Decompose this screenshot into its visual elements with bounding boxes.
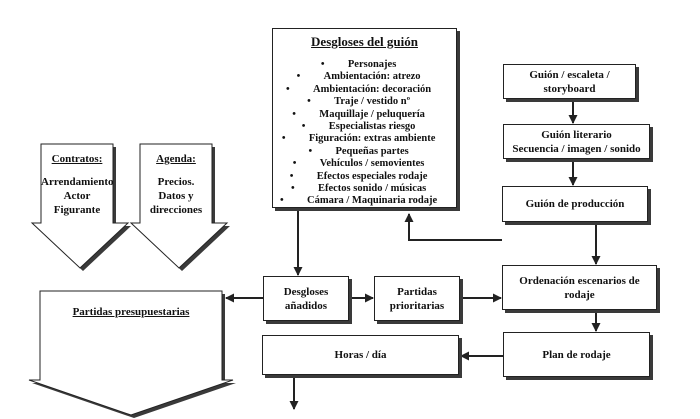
- desgloses-title: Desgloses del guión: [311, 34, 418, 49]
- partidas-presupuestarias-label-wrap: Partidas presupuestarias: [40, 305, 222, 319]
- bullet-icon: •: [286, 83, 290, 95]
- guion-produccion-box: Guión de producción: [502, 186, 648, 222]
- desgloses-item-label: Ambientación: decoración: [313, 83, 432, 95]
- arrow-produccion-to-desgloses: [404, 213, 502, 241]
- guion-literario-box: Guión literario Secuencia / imagen / son…: [503, 124, 650, 159]
- bullet-icon: •: [296, 71, 301, 83]
- desgloses-item-label: Vehículos / semovientes: [319, 158, 425, 170]
- ordenacion-line2: rodaje: [564, 288, 595, 301]
- plan-rodaje-label: Plan de rodaje: [542, 348, 611, 361]
- bullet-icon: •: [280, 195, 284, 207]
- plan-rodaje-box: Plan de rodaje: [503, 332, 650, 377]
- desgloses-item-label: Cámara / Maquinaria rodaje: [307, 195, 438, 207]
- partidas-presupuestarias-shape: [28, 290, 234, 416]
- guion-escaleta-box: Guión / escaleta / storyboard: [503, 64, 636, 99]
- agenda-line3: direcciones: [149, 204, 203, 216]
- partidas-prioritarias-box: Partidas prioritarias: [374, 276, 460, 321]
- bullet-icon: •: [290, 183, 295, 195]
- desgloses-item: • Maquillaje / peluquería: [273, 109, 437, 121]
- agenda-line1: Precios.: [157, 176, 195, 188]
- desgloses-item-label: Maquillaje / peluquería: [319, 108, 425, 120]
- desgloses-list: •Personajes•Ambientación: atrezo•Ambient…: [273, 59, 437, 208]
- desgloses-box: Desgloses del guión •Personajes•Ambienta…: [272, 28, 457, 208]
- desgloses-item-label: Traje / vestido nº: [334, 96, 411, 108]
- desgloses-item: • Traje / vestido nº: [273, 96, 437, 108]
- partidas-prioritarias-line1: Partidas: [397, 285, 437, 298]
- bullet-icon: •: [307, 96, 311, 108]
- desgloses-item: • Personajes: [273, 59, 437, 71]
- contratos-line2: Actor: [63, 190, 91, 202]
- bullet-icon: •: [281, 133, 286, 145]
- bullet-icon: •: [292, 108, 296, 120]
- desgloses-item: • Efectos especiales rodaje: [273, 171, 437, 183]
- contratos-arrow-shape: [30, 143, 130, 269]
- desgloses-item-label: Personajes: [347, 59, 397, 70]
- desgloses-item: • Ambientación: atrezo: [273, 71, 437, 83]
- desgloses-item: • Ambientación: decoración: [273, 84, 437, 96]
- desgloses-item-label: Figuración: extras ambiente: [308, 133, 436, 145]
- desgloses-anadidos-line2: añadidos: [284, 299, 328, 312]
- agenda-text: Agenda: Precios. Datos y direcciones: [140, 152, 212, 217]
- bullet-icon: •: [289, 170, 294, 182]
- contratos-text: Contratos: Arrendamiento Actor Figurante: [41, 152, 114, 217]
- bullet-icon: •: [292, 158, 297, 170]
- bullet-icon: •: [320, 59, 325, 70]
- desgloses-item-label: Especialistas riesgo: [328, 121, 416, 133]
- desgloses-item: • Especialistas riesgo: [273, 121, 437, 133]
- desgloses-anadidos-line1: Desgloses: [283, 285, 329, 298]
- desgloses-anadidos-box: Desgloses añadidos: [263, 276, 349, 321]
- horas-dia-label: Horas / día: [334, 349, 387, 361]
- contratos-line3: Figurante: [53, 204, 101, 216]
- desgloses-item-label: Efectos especiales rodaje: [316, 170, 428, 182]
- ordenacion-line1: Ordenación escenarios de: [519, 274, 640, 287]
- desgloses-item-label: Pequeñas partes: [335, 145, 409, 157]
- bullet-icon: •: [301, 121, 306, 133]
- contratos-title: Contratos:: [51, 153, 103, 165]
- guion-escaleta-line1: Guión / escaleta /: [529, 68, 610, 81]
- desgloses-item-label: Efectos sonido / músicas: [317, 183, 427, 195]
- desgloses-item: • Vehículos / semovientes: [273, 158, 437, 170]
- agenda-title: Agenda:: [156, 153, 196, 165]
- desgloses-item-label: Ambientación: atrezo: [323, 71, 421, 83]
- guion-literario-line1: Guión literario: [541, 128, 612, 141]
- partidas-prioritarias-line2: prioritarias: [389, 299, 445, 312]
- bullet-icon: •: [308, 145, 313, 157]
- horas-dia-box: Horas / día: [262, 335, 459, 375]
- guion-escaleta-line2: storyboard: [543, 82, 596, 95]
- desgloses-item: • Pequeñas partes: [273, 146, 437, 158]
- agenda-line2: Datos y: [158, 190, 194, 202]
- guion-literario-line2: Secuencia / imagen / sonido: [512, 142, 641, 155]
- desgloses-item: • Cámara / Maquinaria rodaje: [273, 195, 437, 207]
- agenda-arrow-shape: [129, 143, 229, 269]
- guion-produccion-label: Guión de producción: [525, 198, 625, 210]
- ordenacion-box: Ordenación escenarios de rodaje: [502, 265, 657, 310]
- desgloses-item: • Efectos sonido / músicas: [273, 183, 437, 195]
- desgloses-item: • Figuración: extras ambiente: [273, 133, 437, 145]
- contratos-line1: Arrendamiento: [41, 176, 114, 188]
- partidas-presupuestarias-label: Partidas presupuestarias: [72, 306, 190, 318]
